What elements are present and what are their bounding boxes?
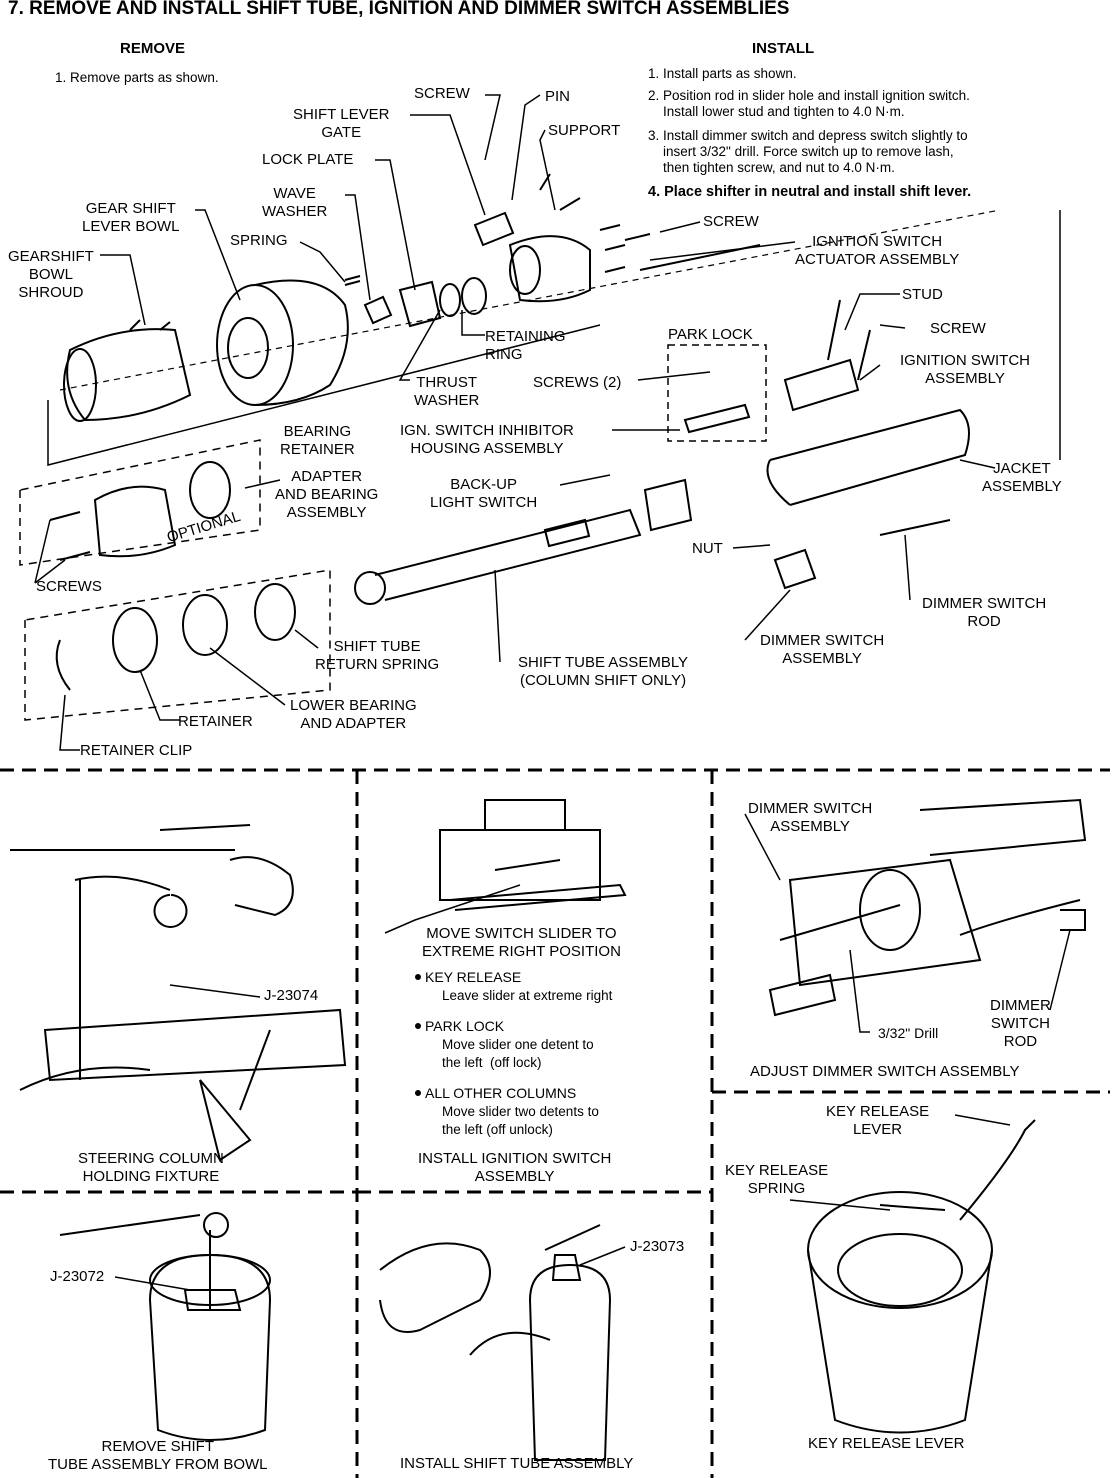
note-key-release-head: KEY RELEASE <box>425 969 522 985</box>
label-screw-right2: SCREW <box>930 320 986 337</box>
label-park-lock: PARK LOCK <box>668 326 753 343</box>
label-retainer-clip: RETAINER CLIP <box>80 742 193 759</box>
label-shift-tube-assembly: SHIFT TUBE ASSEMBLY (COLUMN SHIFT ONLY) <box>518 654 689 689</box>
label-ignition-switch-actuator: IGNITION SWITCH ACTUATOR ASSEMBLY <box>795 233 960 268</box>
dimmer-rod-line <box>879 519 951 536</box>
caption-steering-column: STEERING COLUMN HOLDING FIXTURE <box>78 1150 224 1185</box>
caption-adjust-dimmer: ADJUST DIMMER SWITCH ASSEMBLY <box>750 1063 1020 1080</box>
label-ignition-switch-assembly: IGNITION SWITCH ASSEMBLY <box>900 352 1030 387</box>
note-other-columns-body: Move slider two detents to the left (off… <box>442 1104 599 1137</box>
install-step-2: 2. Position rod in slider hole and insta… <box>648 88 970 119</box>
label-lower-bearing-adapter: LOWER BEARING AND ADAPTER <box>290 697 417 732</box>
label-move-switch-slider: MOVE SWITCH SLIDER TO EXTREME RIGHT POSI… <box>422 925 621 960</box>
label-j23072: J-23072 <box>50 1268 105 1285</box>
label-jacket-assembly: JACKET ASSEMBLY <box>982 460 1062 495</box>
remove-step-1: 1. Remove parts as shown. <box>55 70 219 85</box>
label-bearing-retainer: BEARING RETAINER <box>280 423 355 458</box>
note-park-lock-head: PARK LOCK <box>425 1018 505 1034</box>
remove-heading: REMOVE <box>120 40 186 57</box>
label-retaining-ring: RETAINING RING <box>485 328 566 363</box>
lower-parts <box>55 583 296 691</box>
center-line <box>59 209 1001 391</box>
label-screws-2: SCREWS (2) <box>533 374 622 391</box>
label-key-release-lever: KEY RELEASE LEVER <box>826 1103 930 1138</box>
label-nut: NUT <box>692 540 723 557</box>
label-drill: 3/32" Drill <box>878 1025 939 1041</box>
label-key-release-spring: KEY RELEASE SPRING <box>725 1162 829 1197</box>
label-shift-lever-gate: SHIFT LEVER GATE <box>293 106 390 141</box>
lower-parts-box <box>24 569 331 721</box>
dimmer-detail-drawing <box>768 798 1087 1017</box>
label-wave-washer: WAVE WASHER <box>262 185 328 220</box>
ignition-bullets <box>415 974 421 1096</box>
label-dimmer-switch-rod-detail: DIMMER SWITCH ROD <box>990 997 1051 1050</box>
install-shift-tube-drawing <box>379 1224 612 1461</box>
shroud-drawing <box>63 319 192 422</box>
label-spring: SPRING <box>230 232 288 249</box>
ignition-switch-detail <box>439 799 627 911</box>
install-bracket <box>47 210 1061 466</box>
leader-lines <box>34 94 996 751</box>
key-release-drawing <box>807 1119 1036 1434</box>
page-title: 7. REMOVE AND INSTALL SHIFT TUBE, IGNITI… <box>8 0 790 19</box>
label-retainer: RETAINER <box>178 713 253 730</box>
optional-box <box>19 439 261 566</box>
label-screw-top: SCREW <box>414 85 470 102</box>
caption-key-release-lever: KEY RELEASE LEVER <box>808 1435 965 1452</box>
install-heading: INSTALL <box>752 40 815 57</box>
caption-install-ignition-switch: INSTALL IGNITION SWITCH ASSEMBLY <box>418 1150 612 1185</box>
remove-shift-tube-drawing <box>59 1212 272 1441</box>
label-backup-light-switch: BACK-UP LIGHT SWITCH <box>430 476 538 511</box>
label-dimmer-switch-assembly-detail: DIMMER SWITCH ASSEMBLY <box>748 800 873 835</box>
label-gearshift-bowl-shroud: GEARSHIFT BOWL SHROUD <box>8 248 94 301</box>
install-step-1: 1. Install parts as shown. <box>648 66 797 81</box>
install-step-4: 4. Place shifter in neutral and install … <box>648 184 972 200</box>
panel-dividers <box>0 768 1110 1478</box>
label-thrust-washer: THRUST WASHER <box>414 374 480 409</box>
panel-leaders <box>114 813 1071 1291</box>
label-adapter-bearing: ADAPTER AND BEARING ASSEMBLY <box>275 468 379 521</box>
dimmer-switch-shape <box>773 548 817 590</box>
install-step-3: 3. Install dimmer switch and depress swi… <box>648 128 968 175</box>
support-drawing <box>473 173 591 303</box>
jacket-drawing <box>643 408 970 532</box>
label-dimmer-switch-assembly: DIMMER SWITCH ASSEMBLY <box>760 632 885 667</box>
holding-fixture-drawing <box>10 824 347 1162</box>
label-gear-shift-lever-bowl: GEAR SHIFT LEVER BOWL <box>82 200 180 235</box>
label-pin: PIN <box>545 88 571 105</box>
caption-remove-shift-tube: REMOVE SHIFT TUBE ASSEMBLY FROM BOWL <box>48 1438 268 1473</box>
caption-install-shift-tube: INSTALL SHIFT TUBE ASSEMBLY <box>400 1455 634 1472</box>
bowl-drawing <box>216 279 349 406</box>
label-shift-tube-return-spring: SHIFT TUBE RETURN SPRING <box>315 638 440 673</box>
screws-right <box>599 224 651 273</box>
optional-parts <box>49 461 231 561</box>
label-support: SUPPORT <box>548 122 621 139</box>
note-key-release-body: Leave slider at extreme right <box>442 988 613 1003</box>
park-lock-box <box>667 344 767 442</box>
label-dimmer-switch-rod: DIMMER SWITCH ROD <box>922 595 1047 630</box>
ignition-switch-drawing <box>783 299 871 412</box>
shift-tube-drawing <box>354 508 642 605</box>
label-j23074: J-23074 <box>264 987 319 1004</box>
label-lock-plate: LOCK PLATE <box>262 151 354 168</box>
note-other-columns-head: ALL OTHER COLUMNS <box>425 1085 577 1101</box>
label-screws-left: SCREWS <box>36 578 102 595</box>
note-park-lock-body: Move slider one detent to the left (off … <box>442 1037 594 1070</box>
small-parts-drawing <box>344 275 487 328</box>
label-ign-switch-inhibitor: IGN. SWITCH INHIBITOR HOUSING ASSEMBLY <box>400 422 574 457</box>
label-stud: STUD <box>902 286 943 303</box>
label-screw-right: SCREW <box>703 213 759 230</box>
inhibitor-plate <box>683 403 751 434</box>
label-j23073: J-23073 <box>630 1238 685 1255</box>
